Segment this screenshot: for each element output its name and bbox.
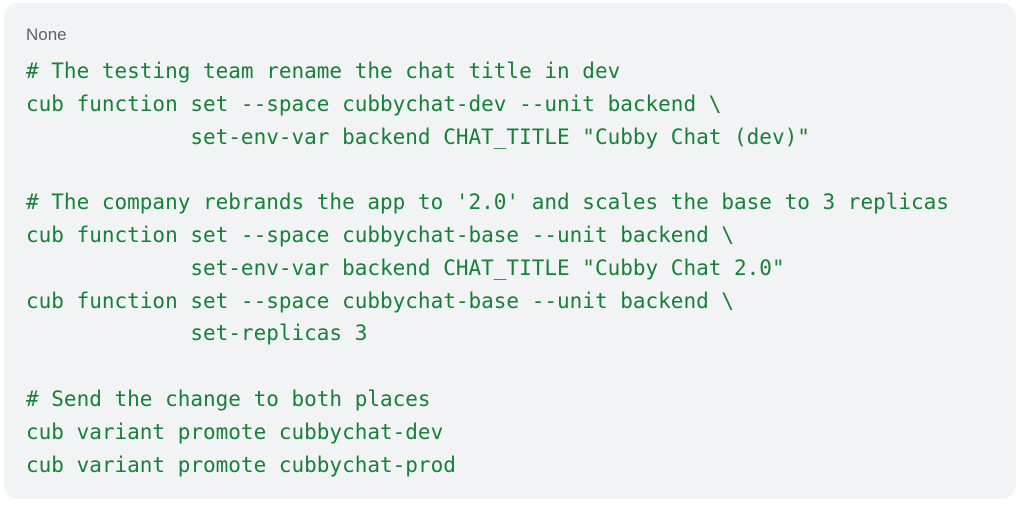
code-line: cub function set --space cubbychat-dev -…	[26, 91, 722, 116]
code-language-label: None	[26, 25, 67, 44]
code-line-comment: # The company rebrands the app to '2.0' …	[26, 190, 949, 215]
code-line: cub variant promote cubbychat-prod	[26, 452, 456, 477]
code-line: cub function set --space cubbychat-base …	[26, 288, 735, 313]
code-line: set-replicas 3	[26, 321, 368, 346]
code-line: set-env-var backend CHAT_TITLE "Cubby Ch…	[26, 255, 785, 280]
code-line: cub function set --space cubbychat-base …	[26, 222, 735, 247]
code-line: cub variant promote cubbychat-dev	[26, 419, 444, 444]
code-content[interactable]: # The testing team rename the chat title…	[26, 55, 949, 481]
code-line-comment: # The testing team rename the chat title…	[26, 59, 621, 83]
code-line-blank	[26, 153, 949, 186]
code-line-comment: # Send the change to both places	[26, 386, 431, 411]
code-block-card: None # The testing team rename the chat …	[4, 3, 1016, 499]
code-line: set-env-var backend CHAT_TITLE "Cubby Ch…	[26, 124, 810, 149]
code-line-blank	[26, 350, 949, 383]
